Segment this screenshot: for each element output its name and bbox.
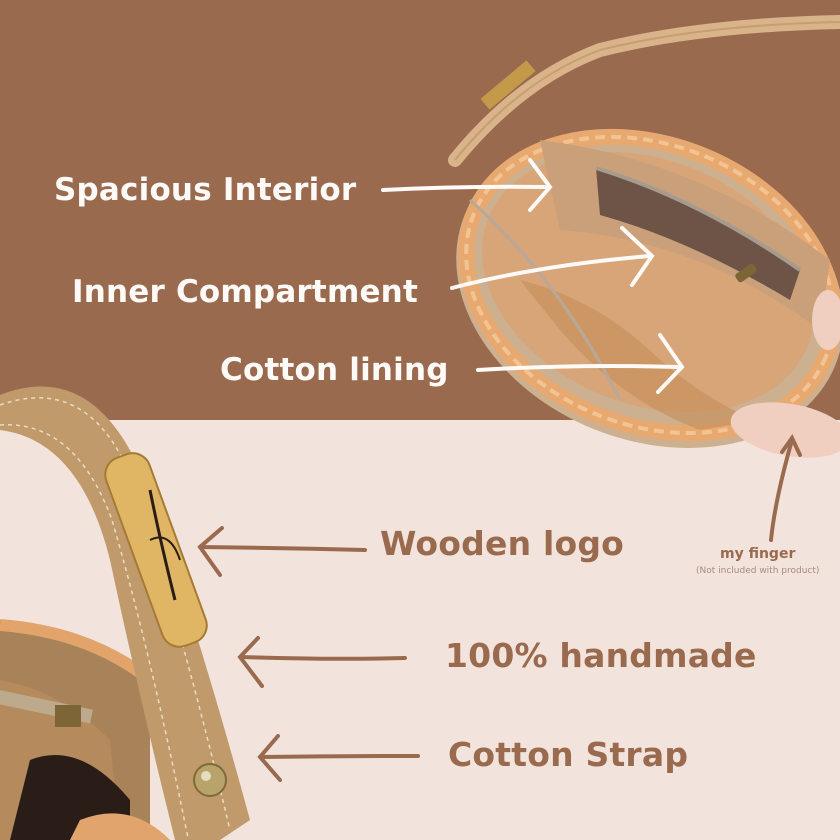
arrow-finger-icon (769, 434, 802, 542)
label-handmade: 100% handmade (445, 636, 757, 675)
label-inner-compartment: Inner Compartment (72, 274, 418, 310)
arrow-wooden-logo-icon (197, 526, 367, 577)
finger-note-subtitle: (Not included with product) (696, 566, 820, 576)
label-wooden-logo: Wooden logo (380, 524, 625, 563)
arrow-cotton-strap-icon (257, 734, 420, 782)
label-cotton-lining: Cotton lining (220, 352, 449, 388)
arrow-spacious-interior-icon (381, 158, 553, 212)
arrow-handmade-icon (237, 636, 407, 688)
label-spacious-interior: Spacious Interior (54, 172, 357, 208)
arrow-inner-compartment-icon (450, 226, 655, 290)
finger-note-title: my finger (720, 546, 796, 562)
arrow-cotton-lining-icon (476, 333, 685, 394)
label-cotton-strap: Cotton Strap (448, 735, 689, 774)
